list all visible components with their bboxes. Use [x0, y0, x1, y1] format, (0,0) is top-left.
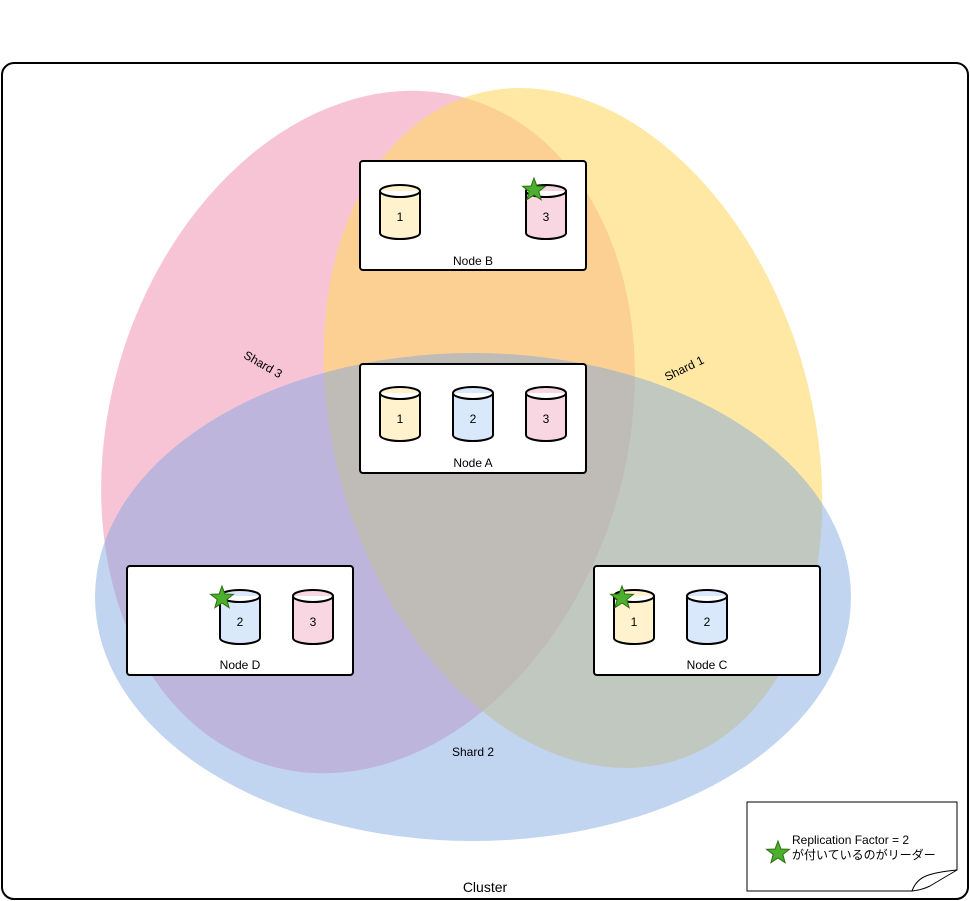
- node-b-label: Node B: [453, 254, 493, 268]
- node-c-label: Node C: [687, 658, 728, 672]
- replica-2-label: 2: [470, 412, 477, 426]
- replica-3-body: [525, 386, 567, 442]
- replica-cylinder[interactable]: 3: [292, 589, 334, 645]
- replica-3-label: 3: [543, 412, 550, 426]
- replica-1-body: [379, 386, 421, 442]
- leader-star-icon: [609, 584, 635, 609]
- replica-3-label: 3: [543, 210, 550, 224]
- node-a[interactable]: 1 2 3 Node A: [359, 363, 587, 474]
- cluster-label: Cluster: [463, 879, 508, 895]
- replica-cylinder[interactable]: 2: [219, 589, 261, 645]
- leader-star-icon: [521, 176, 547, 201]
- node-d-label: Node D: [220, 658, 261, 672]
- legend-line-1: Replication Factor = 2: [792, 833, 909, 847]
- replica-2-body: [219, 589, 261, 645]
- node-d[interactable]: 2 3 Node D: [126, 565, 354, 676]
- shard-2-region: [95, 353, 851, 841]
- replica-cylinder[interactable]: 1: [379, 386, 421, 442]
- replica-2-label: 2: [704, 615, 711, 629]
- replica-cylinder[interactable]: 1: [379, 184, 421, 240]
- replica-cylinder[interactable]: 3: [525, 386, 567, 442]
- replica-1-label: 1: [631, 615, 638, 629]
- replica-2-label: 2: [237, 615, 244, 629]
- node-b[interactable]: 1 3 Node B: [359, 160, 587, 271]
- replica-3-body: [292, 589, 334, 645]
- legend-note: Replication Factor = 2 が付いているのがリーダー: [746, 801, 958, 892]
- shard-2-label: Shard 2: [452, 745, 494, 759]
- replica-cylinder[interactable]: 2: [686, 589, 728, 645]
- replica-1-label: 1: [397, 210, 404, 224]
- leader-star-icon: [209, 584, 235, 609]
- replica-2-body: [686, 589, 728, 645]
- replica-1-body: [379, 184, 421, 240]
- replica-2-body: [452, 386, 494, 442]
- replica-3-label: 3: [310, 615, 317, 629]
- legend-note-curl: [911, 869, 958, 892]
- star-icon: [765, 839, 791, 864]
- node-c[interactable]: 1 2 Node C: [593, 565, 821, 676]
- node-a-label: Node A: [453, 456, 492, 470]
- legend-line-2: が付いているのがリーダー: [792, 847, 936, 862]
- replica-1-label: 1: [397, 412, 404, 426]
- replica-cylinder[interactable]: 2: [452, 386, 494, 442]
